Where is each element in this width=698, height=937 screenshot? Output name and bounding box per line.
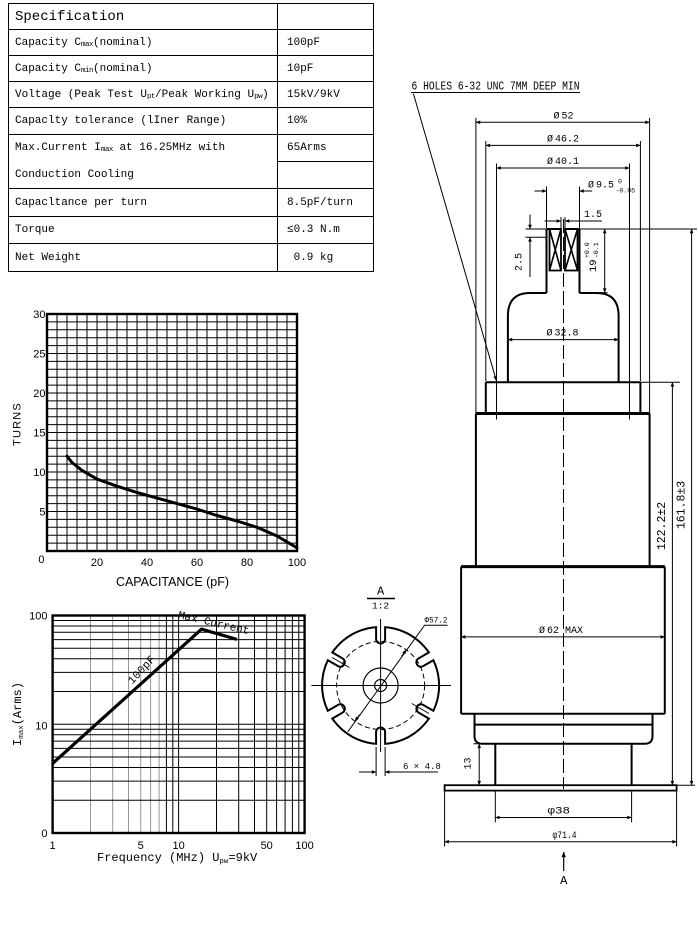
svg-text:1: 1 bbox=[50, 840, 56, 852]
svg-text:6 × 4.8: 6 × 4.8 bbox=[403, 762, 441, 772]
svg-text:6 HOLES 6-32 UNC 7MM DEEP MIN: 6 HOLES 6-32 UNC 7MM DEEP MIN bbox=[412, 80, 580, 94]
svg-text:10: 10 bbox=[33, 467, 45, 479]
svg-text:2.5: 2.5 bbox=[515, 253, 526, 271]
svg-text:Ø46.2: Ø46.2 bbox=[547, 134, 579, 146]
svg-text:5: 5 bbox=[39, 507, 45, 519]
svg-text:13: 13 bbox=[464, 757, 475, 769]
svg-text:Ø32.8: Ø32.8 bbox=[547, 328, 579, 340]
svg-text:Frequency (MHz) Upw=9kV: Frequency (MHz) Upw=9kV bbox=[97, 851, 258, 866]
svg-text:20: 20 bbox=[33, 388, 45, 400]
svg-text:+0.0: +0.0 bbox=[584, 242, 591, 258]
svg-text:Imax(Arms): Imax(Arms) bbox=[11, 682, 26, 746]
svg-text:Ø52: Ø52 bbox=[554, 111, 574, 123]
svg-text:40: 40 bbox=[141, 557, 153, 569]
svg-text:19: 19 bbox=[588, 259, 600, 272]
svg-text:80: 80 bbox=[241, 557, 253, 569]
svg-text:0: 0 bbox=[41, 828, 47, 840]
svg-text:100: 100 bbox=[29, 611, 47, 623]
svg-text:122.2±2: 122.2±2 bbox=[656, 502, 669, 550]
svg-text:TURNS: TURNS bbox=[12, 402, 24, 446]
svg-text:-0.1: -0.1 bbox=[593, 242, 600, 258]
svg-text:0: 0 bbox=[618, 179, 622, 186]
svg-text:15: 15 bbox=[33, 428, 45, 440]
svg-text:1.5: 1.5 bbox=[584, 210, 602, 221]
svg-text:10: 10 bbox=[35, 721, 47, 733]
svg-text:30: 30 bbox=[33, 309, 45, 321]
svg-text:100: 100 bbox=[295, 840, 313, 852]
svg-text:10: 10 bbox=[172, 840, 184, 852]
svg-text:φ38: φ38 bbox=[548, 807, 571, 818]
svg-text:Φ57.2: Φ57.2 bbox=[425, 616, 448, 626]
svg-text:Ø40.1: Ø40.1 bbox=[547, 156, 579, 168]
svg-text:CAPACITANCE (pF): CAPACITANCE (pF) bbox=[116, 574, 229, 589]
svg-text:A: A bbox=[377, 585, 385, 599]
svg-text:Ø9.5: Ø9.5 bbox=[588, 180, 614, 192]
svg-text:161.8±3: 161.8±3 bbox=[676, 481, 689, 529]
svg-text:-0.05: -0.05 bbox=[616, 188, 636, 195]
svg-text:25: 25 bbox=[33, 349, 45, 361]
svg-text:A: A bbox=[560, 874, 568, 888]
svg-text:60: 60 bbox=[191, 557, 203, 569]
svg-text:100: 100 bbox=[288, 557, 306, 569]
svg-text:φ71.4: φ71.4 bbox=[553, 831, 577, 842]
svg-text:0: 0 bbox=[38, 554, 44, 566]
svg-text:1:2: 1:2 bbox=[372, 601, 389, 612]
svg-text:5: 5 bbox=[138, 840, 144, 852]
svg-text:20: 20 bbox=[91, 557, 103, 569]
svg-text:Ø62 MAX: Ø62 MAX bbox=[539, 625, 583, 637]
svg-text:50: 50 bbox=[261, 840, 273, 852]
